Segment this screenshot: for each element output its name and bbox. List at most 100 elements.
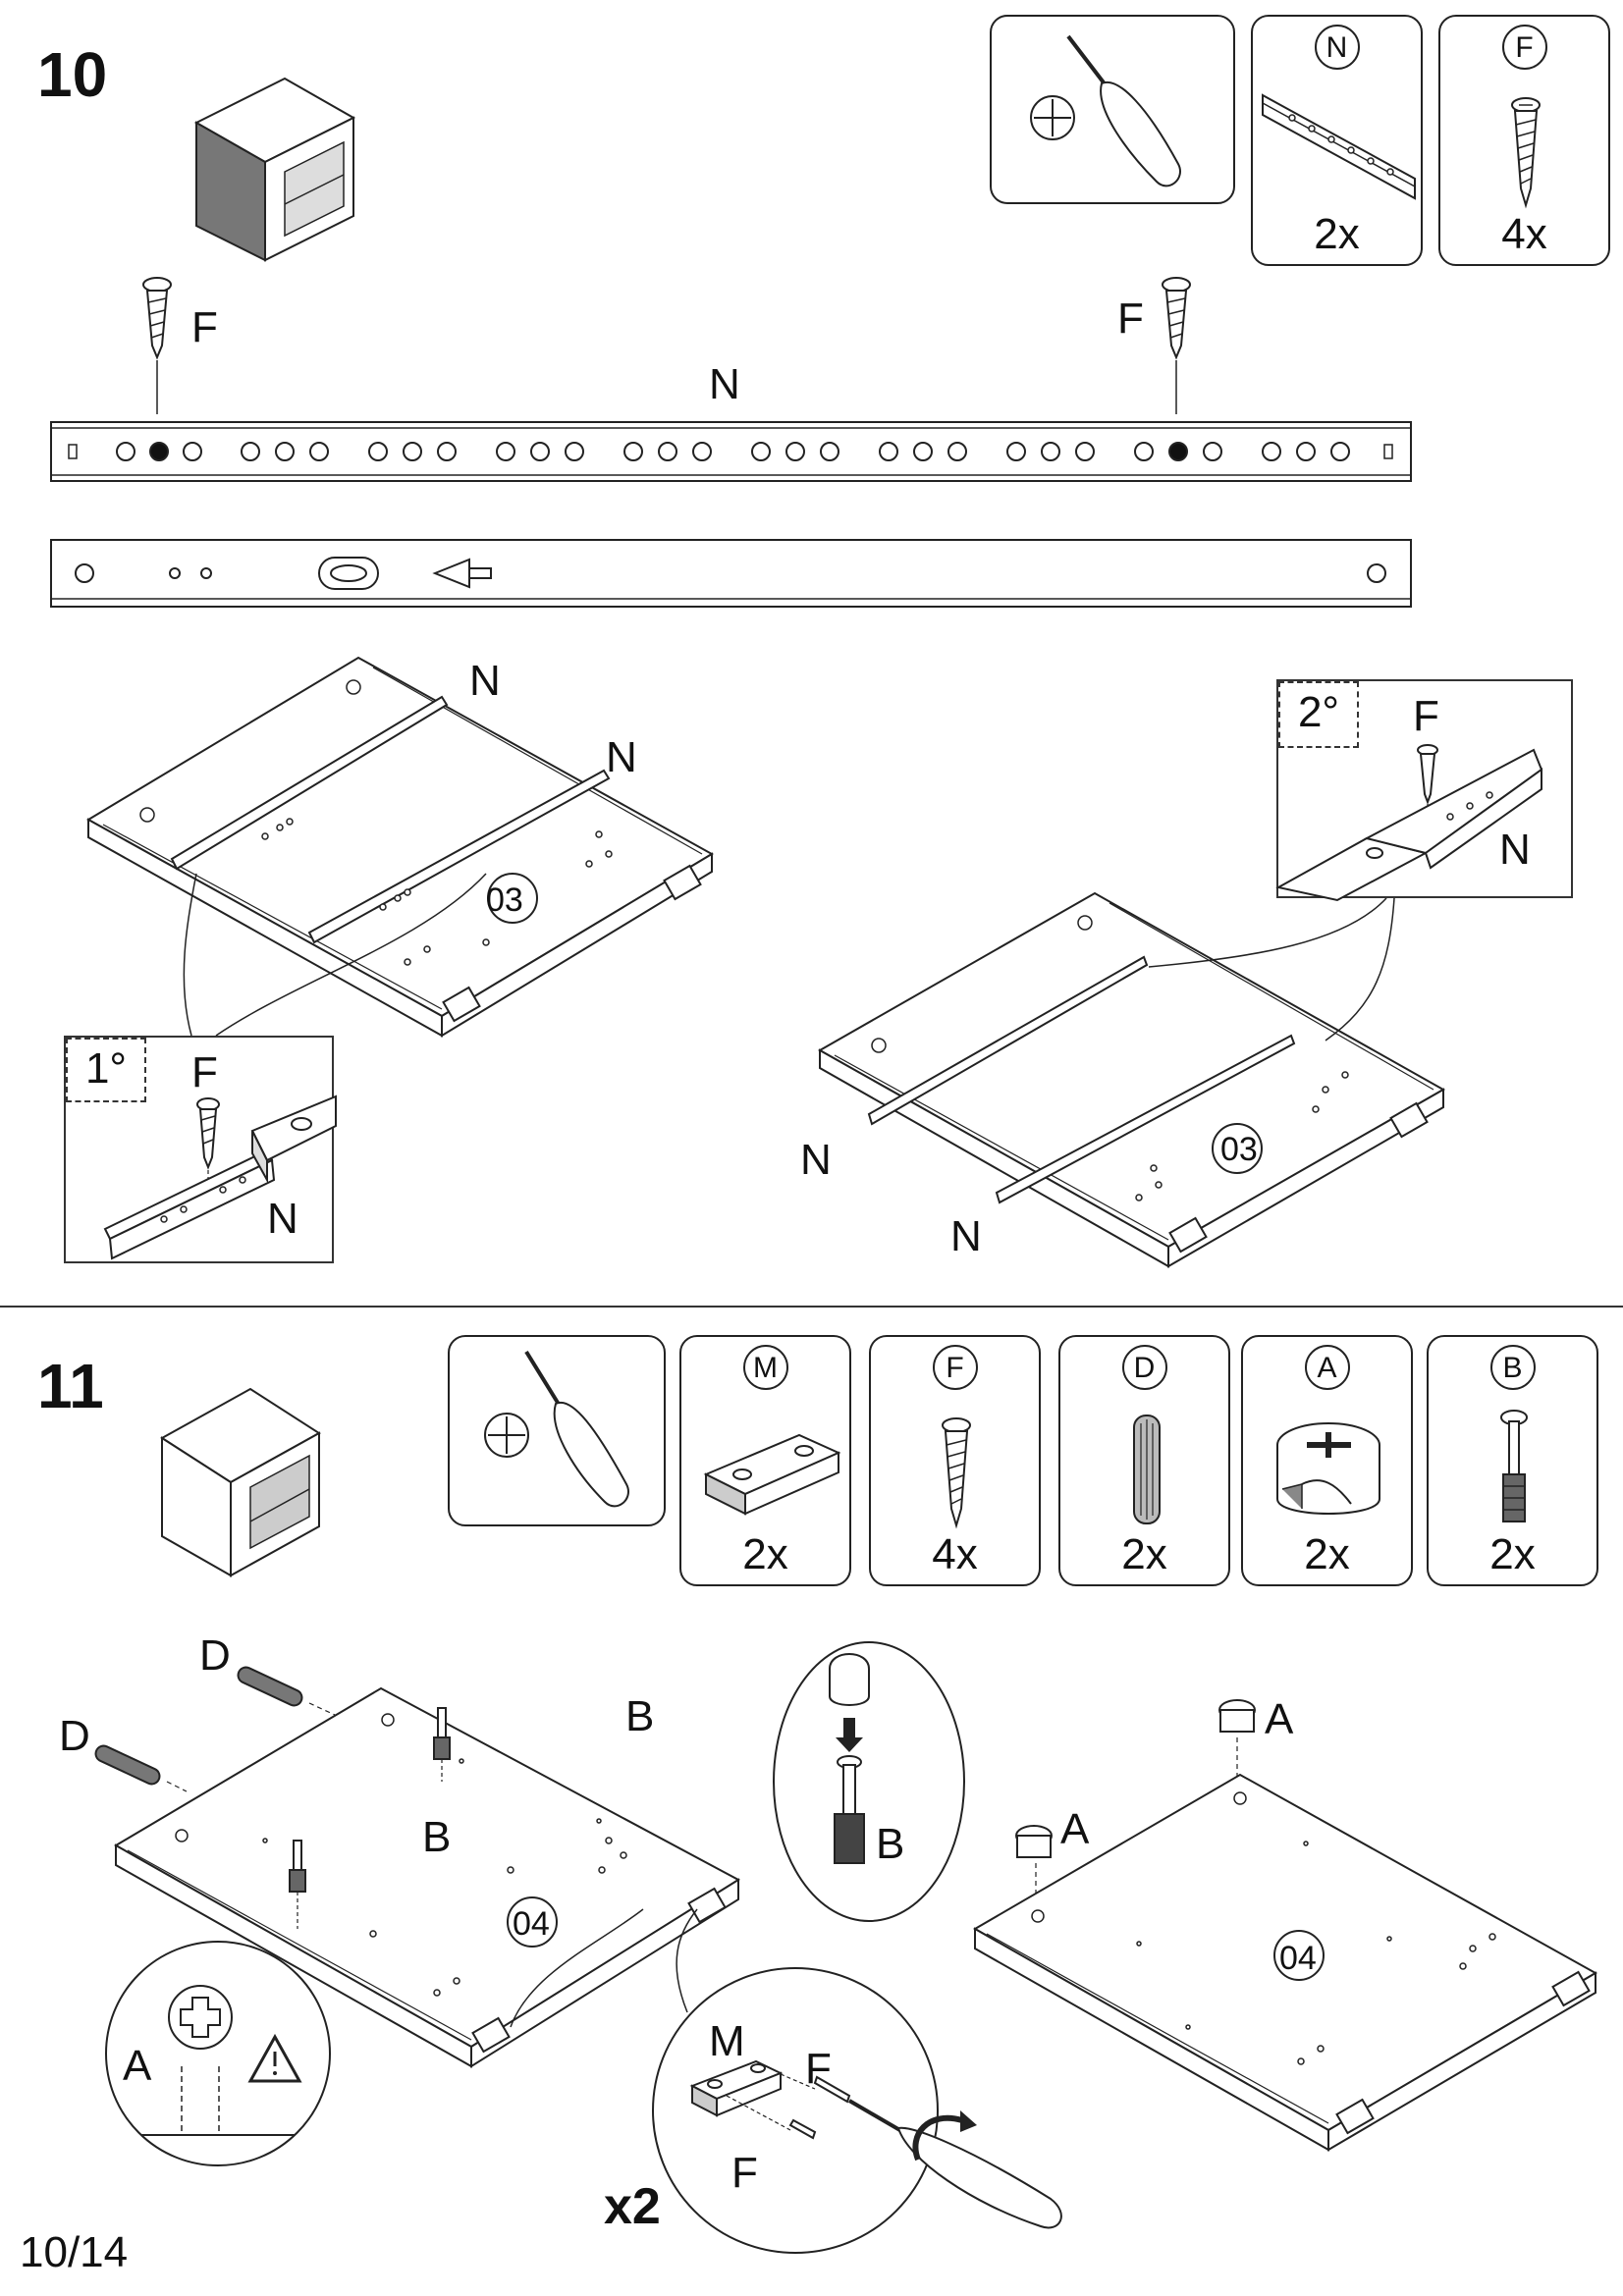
panel-number-label: 03 — [486, 881, 523, 919]
screw-right-icon — [1162, 277, 1191, 414]
screw-f-icon — [1511, 97, 1541, 209]
cam-label: A — [1060, 1805, 1090, 1853]
part-tag: N — [1314, 25, 1360, 70]
screw-label: F — [805, 2045, 832, 2093]
screwdriver-tool-box — [990, 15, 1235, 204]
rail-n-icon — [1262, 93, 1416, 200]
rail-hole — [1203, 442, 1222, 461]
rail-hole — [496, 442, 515, 461]
dowel-label: D — [59, 1712, 90, 1760]
cam-label: A — [123, 2042, 152, 2090]
rail-hole — [565, 442, 584, 461]
connector-plate-m-icon — [703, 1433, 841, 1516]
rail-hole — [437, 442, 457, 461]
screw-f-icon — [942, 1417, 971, 1529]
rail-hole — [1330, 442, 1350, 461]
screw-label: F — [1413, 692, 1439, 740]
panel-04-right — [972, 1699, 1598, 2152]
bolt-label: B — [625, 1692, 655, 1740]
rail-hole — [309, 442, 329, 461]
rail-hole — [623, 442, 643, 461]
rail-n-label: N — [950, 1212, 982, 1260]
rail-hole — [692, 442, 712, 461]
part-qty: 2x — [742, 1530, 788, 1578]
rail-hole — [1134, 442, 1154, 461]
screw-left-icon — [142, 277, 172, 414]
rail-hole — [947, 442, 967, 461]
screw-label: F — [191, 1048, 218, 1096]
screw-right-label: F — [1117, 294, 1144, 343]
rail-hole — [1262, 442, 1281, 461]
cabinet-thumbnail-icon — [160, 1387, 321, 1577]
part-tag: D — [1121, 1345, 1167, 1390]
part-qty: 2x — [1121, 1530, 1167, 1578]
rail-hole — [530, 442, 550, 461]
rail-hole — [1006, 442, 1026, 461]
plate-detail-circle — [652, 1967, 1062, 2254]
screwdriver-tool-box — [448, 1335, 666, 1526]
step-11-number: 11 — [37, 1351, 104, 1421]
part-tag: M — [742, 1345, 788, 1390]
rail-label: N — [1499, 826, 1531, 874]
rail-label: N — [267, 1195, 298, 1243]
rail-hole — [879, 442, 898, 461]
panel-03-right — [817, 891, 1446, 1268]
dowel-label: D — [199, 1631, 231, 1680]
bolt-detail-oval — [773, 1641, 965, 1922]
part-qty: 2x — [1304, 1530, 1350, 1578]
rail-hole — [913, 442, 933, 461]
step-order-tag: 1° — [66, 1038, 146, 1102]
rail-hole — [241, 442, 260, 461]
rail-hole — [658, 442, 677, 461]
panel-number-label: 04 — [1279, 1940, 1317, 1977]
panel-number-label: 03 — [1220, 1131, 1258, 1168]
rail-hole — [403, 442, 422, 461]
rail-side-view — [50, 539, 1412, 608]
part-tag: F — [932, 1345, 978, 1390]
plate-label: M — [709, 2017, 745, 2065]
part-f-box: F 4x — [1438, 15, 1610, 266]
rail-hole — [751, 442, 771, 461]
repeat-count-label: x2 — [604, 2178, 661, 2235]
panel-number-label: 04 — [513, 1905, 550, 1943]
panel-04-left — [94, 1666, 740, 2068]
rail-screw-hole-filled — [1168, 442, 1188, 461]
part-tag: B — [1489, 1345, 1536, 1390]
bolt-label: B — [422, 1813, 452, 1861]
dowel-d-icon — [1133, 1415, 1161, 1524]
part-b-box: B 2x — [1427, 1335, 1598, 1586]
rail-hole — [183, 442, 202, 461]
rail-n-label: N — [606, 733, 637, 781]
part-qty: 4x — [1501, 210, 1547, 258]
cam-bolt-b-icon — [1500, 1410, 1528, 1522]
rail-hole — [116, 442, 135, 461]
part-n-box: N 2x — [1251, 15, 1423, 266]
inset-drawing — [103, 1095, 337, 1260]
inset-drawing — [1275, 744, 1543, 902]
part-f-box: F 4x — [869, 1335, 1041, 1586]
rail-top-view — [50, 421, 1412, 482]
rail-hole — [1296, 442, 1316, 461]
screwdriver-icon — [484, 1350, 629, 1508]
bolt-label: B — [876, 1820, 905, 1868]
callout-line — [183, 873, 487, 1037]
callout-line — [510, 1908, 698, 2028]
part-tag: F — [1501, 25, 1547, 70]
rail-label: N — [709, 360, 740, 408]
rail-hole — [820, 442, 839, 461]
part-qty: 2x — [1489, 1530, 1536, 1578]
cam-lock-a-icon — [1276, 1422, 1380, 1515]
panel-03-left — [86, 656, 714, 1038]
step-order-tag: 2° — [1278, 681, 1359, 748]
detail-inset-2: 2° F N — [1275, 679, 1573, 902]
rail-n-label: N — [800, 1136, 832, 1184]
screwdriver-icon — [1030, 34, 1181, 187]
page-number: 10/14 — [20, 2228, 129, 2276]
step-divider — [0, 1306, 1623, 1308]
rail-hole — [368, 442, 388, 461]
part-tag: A — [1304, 1345, 1350, 1390]
part-a-box: A 2x — [1241, 1335, 1413, 1586]
cabinet-thumbnail-icon — [193, 77, 356, 262]
detail-inset-1: 1° F N — [64, 1036, 337, 1263]
rail-screw-hole-filled — [149, 442, 169, 461]
